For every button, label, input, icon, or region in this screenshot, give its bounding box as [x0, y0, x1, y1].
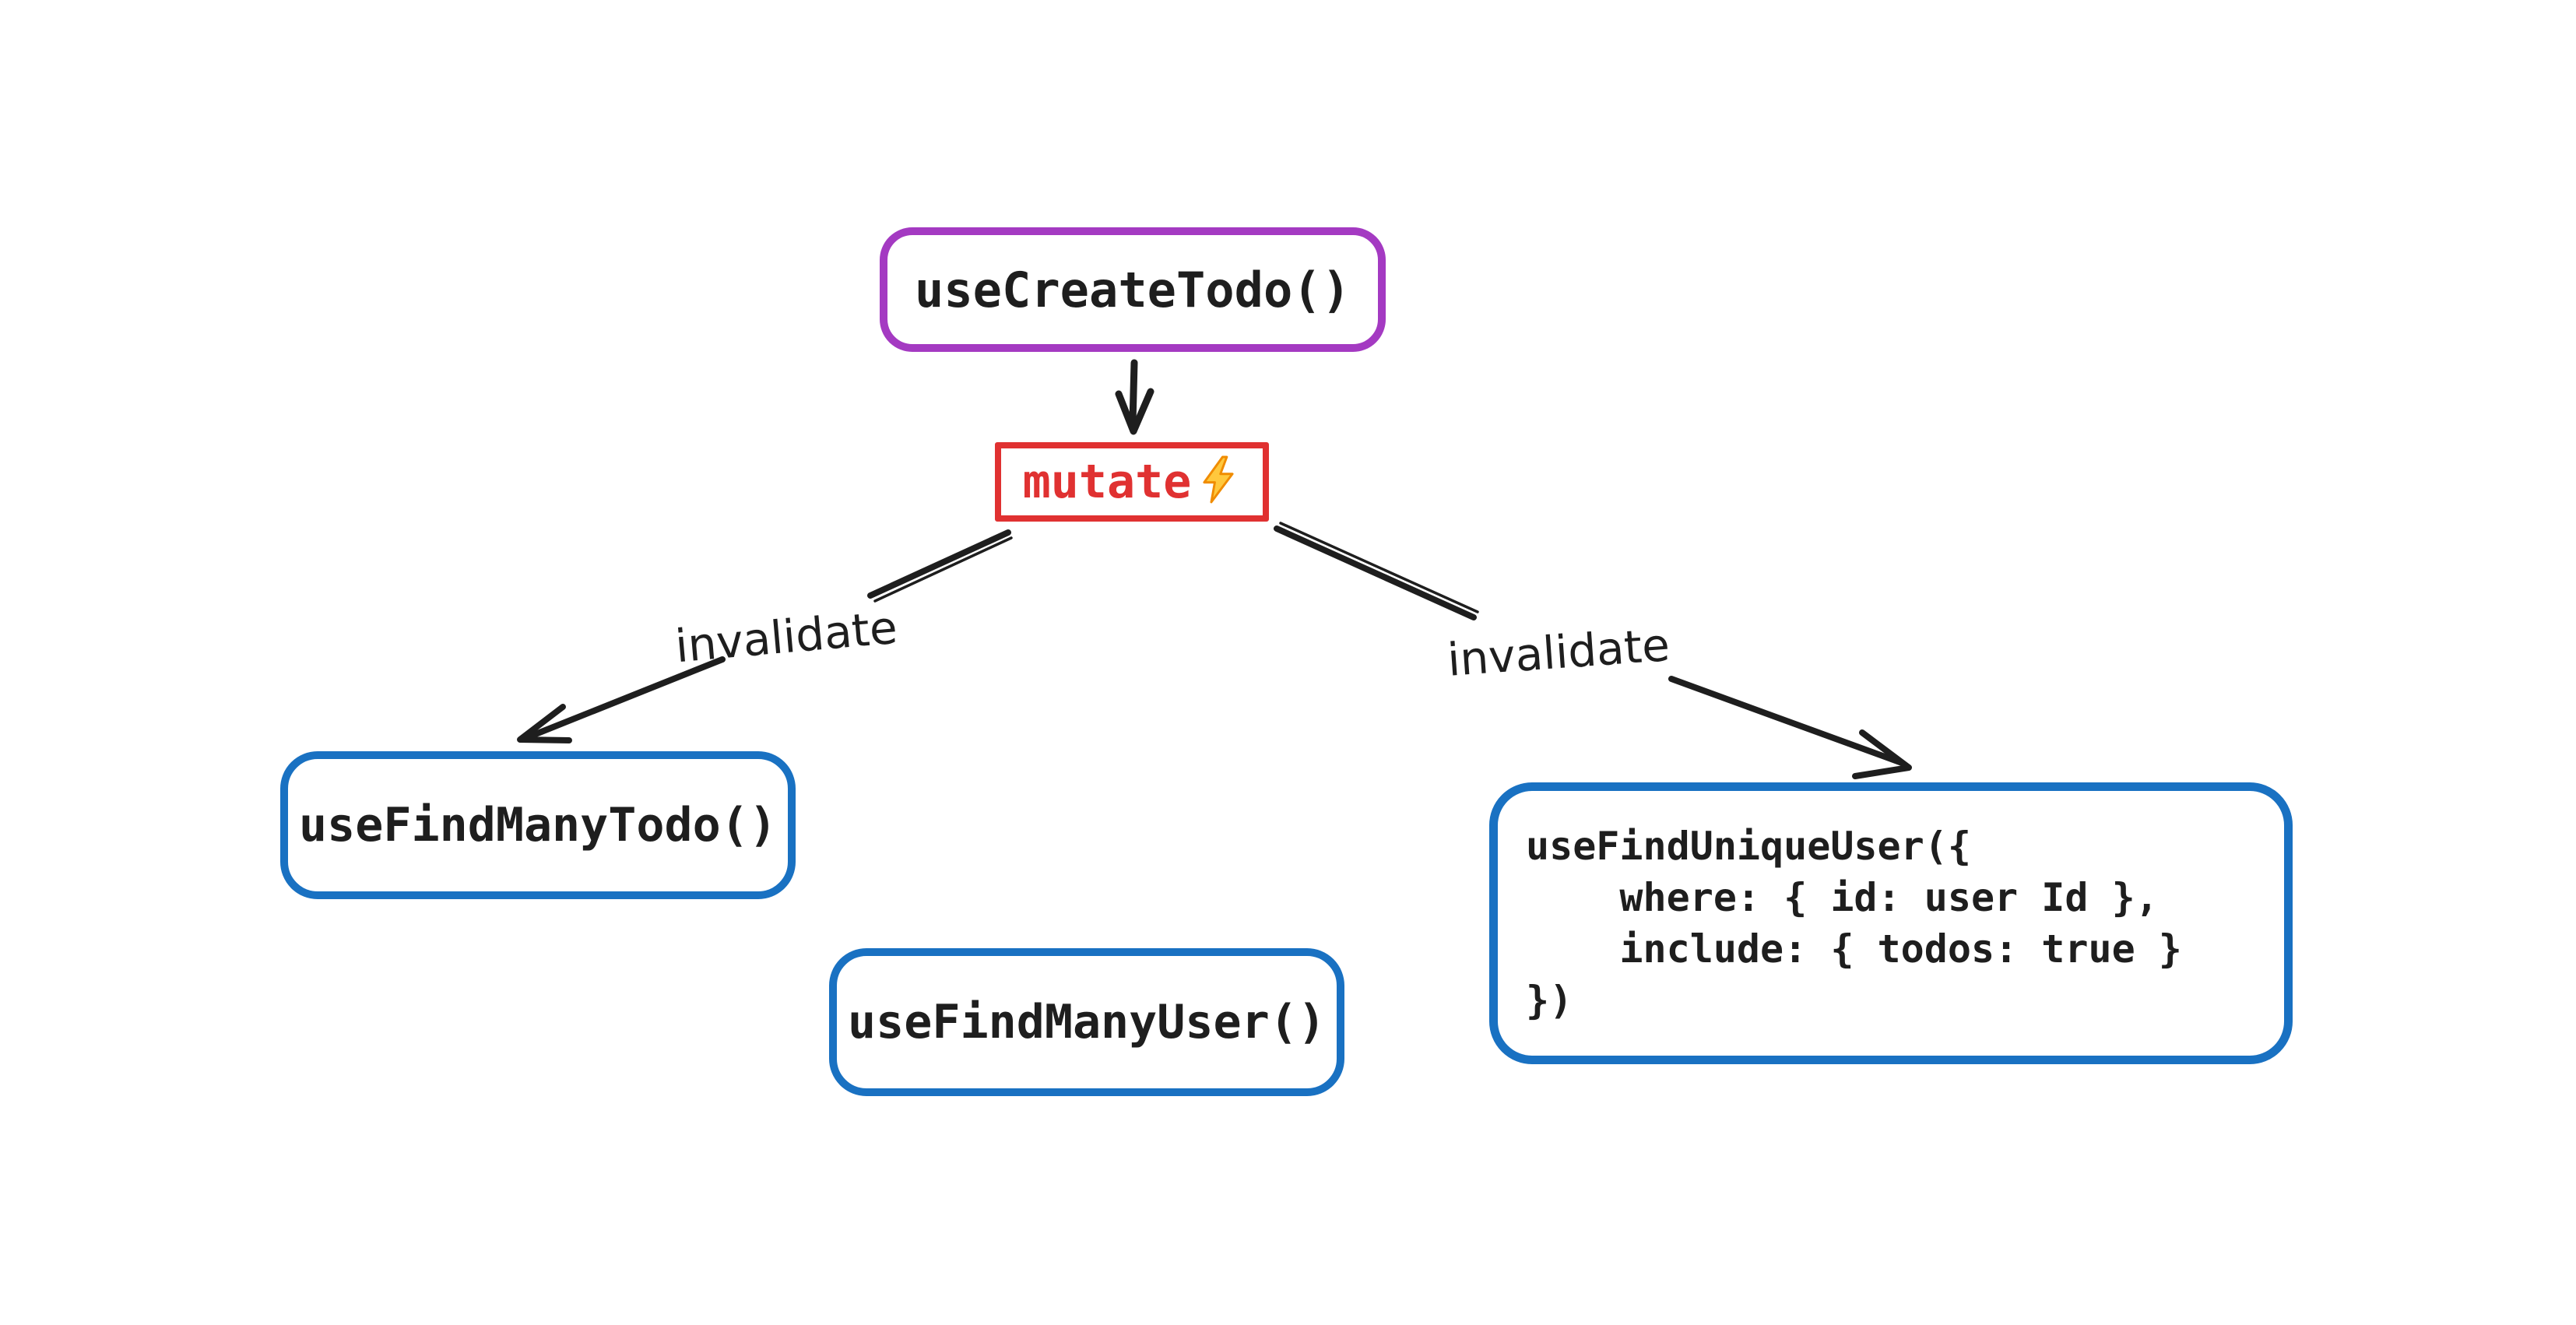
edge-label-invalidate-right: invalidate — [1446, 618, 1671, 687]
code-line: }) — [1526, 978, 1573, 1023]
code-line: useFindUniqueUser({ — [1526, 824, 1971, 869]
node-mutate-label: mutate — [1022, 455, 1192, 509]
code-line: include: { todos: true } — [1526, 926, 2182, 972]
code-block: useFindUniqueUser({ where: { id: user Id… — [1526, 821, 2182, 1026]
node-use-create-todo: useCreateTodo() — [880, 227, 1386, 352]
edge-label-invalidate-left: invalidate — [673, 600, 900, 673]
node-use-create-todo-label: useCreateTodo() — [915, 261, 1351, 318]
lightning-icon — [1203, 455, 1234, 504]
node-use-find-many-user: useFindManyUser() — [829, 948, 1344, 1096]
node-use-find-many-todo-label: useFindManyTodo() — [298, 798, 778, 852]
node-use-find-unique-user: useFindUniqueUser({ where: { id: user Id… — [1489, 782, 2293, 1064]
code-line: where: { id: user Id }, — [1526, 875, 2159, 920]
arrow-create-to-mutate — [1115, 359, 1154, 435]
node-use-find-many-user-label: useFindManyUser() — [847, 995, 1327, 1049]
node-mutate: mutate — [995, 442, 1269, 522]
node-use-find-many-todo: useFindManyTodo() — [280, 751, 796, 899]
